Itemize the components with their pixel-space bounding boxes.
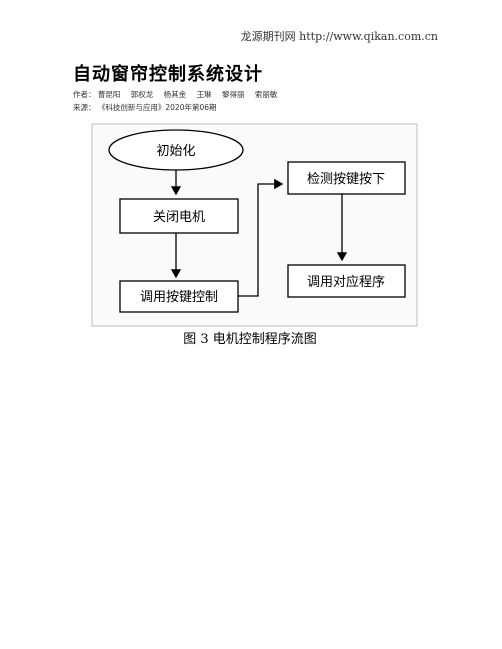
flow-start-label: 初始化 [156,144,195,159]
flow-step4-label: 调用对应程序 [307,274,385,290]
source-label: 来源： [73,103,96,112]
author-name: 郭权龙 [130,90,154,99]
source-text: 《科技创新与应用》2020年第06期 [97,103,217,112]
source-line: 来源： 《科技创新与应用》2020年第06期 [73,102,217,113]
article-title: 自动窗帘控制系统设计 [73,64,263,85]
authors-line: 作者： 曹昆阳 郭权龙 杨其金 王琳 黎得丽 索丽敏 [73,89,277,100]
author-name: 杨其金 [163,90,187,99]
flow-step-call-key-control: 调用按键控制 [119,280,239,313]
flow-arrow [238,178,284,297]
flow-start-node: 初始化 [108,129,244,171]
author-name: 索丽敏 [254,90,278,99]
flow-step-call-program: 调用对应程序 [287,264,406,298]
flow-step3-label: 检测按键按下 [307,172,385,187]
author-name: 王琳 [196,90,212,99]
figure-caption: 图 3 电机控制程序流图 [183,332,317,347]
author-name: 曹昆阳 [97,90,121,99]
authors-label: 作者： [73,90,96,99]
flow-step2-label: 调用按键控制 [140,290,218,305]
site-header: 龙源期刊网 http://www.qikan.com.cn [240,30,438,43]
flow-step-detect-key: 检测按键按下 [287,161,406,195]
author-name: 黎得丽 [221,90,245,99]
flow-step1-label: 关闭电机 [153,210,205,225]
flow-step-close-motor: 关闭电机 [119,198,239,234]
